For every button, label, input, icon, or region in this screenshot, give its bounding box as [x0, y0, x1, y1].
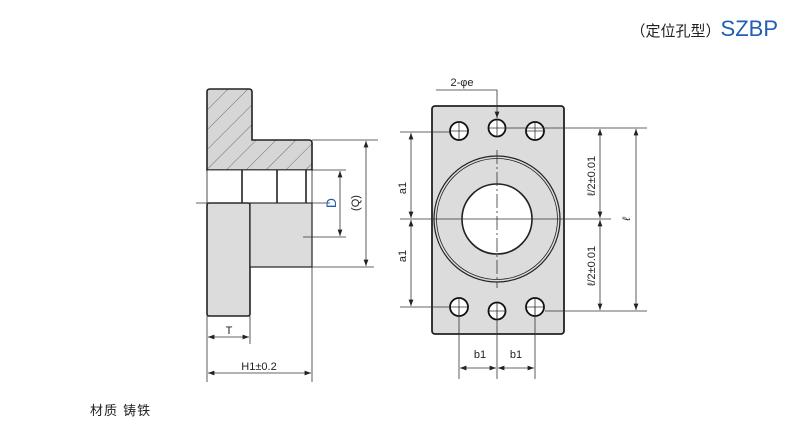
q-label: (Q): [350, 195, 362, 211]
side-view: (Q) D T H1±0.2: [196, 88, 378, 382]
flange-body: [206, 202, 251, 317]
flange-section: [206, 88, 313, 171]
a1-label-top: a1: [397, 182, 409, 194]
mounting-holes: [449, 118, 545, 321]
half-length-label-top: ℓ/2±0.01: [586, 156, 598, 196]
title-code: SZBP: [720, 16, 778, 41]
b1-label-right: b1: [510, 349, 522, 361]
material-note: 材质 铸铁: [90, 404, 152, 419]
half-length-label-bottom: ℓ/2±0.01: [586, 246, 598, 286]
b1-label-left: b1: [474, 349, 486, 361]
d-label: D: [323, 198, 339, 208]
a1-label-bottom: a1: [397, 250, 409, 262]
t-label: T: [226, 325, 233, 337]
h1-label: H1±0.2: [241, 361, 276, 373]
title-type: （定位孔型）: [630, 22, 721, 40]
bore-section: [206, 169, 313, 204]
shaft-body: [249, 202, 313, 268]
length-label: ℓ: [621, 217, 633, 222]
product-title: （定位孔型）SZBP: [631, 16, 778, 42]
front-view: 2-φe a1 a1 ℓ/2±0.01 ℓ/2±0.01 ℓ b1 b1: [397, 77, 647, 379]
hole-label: 2-φe: [450, 77, 473, 89]
